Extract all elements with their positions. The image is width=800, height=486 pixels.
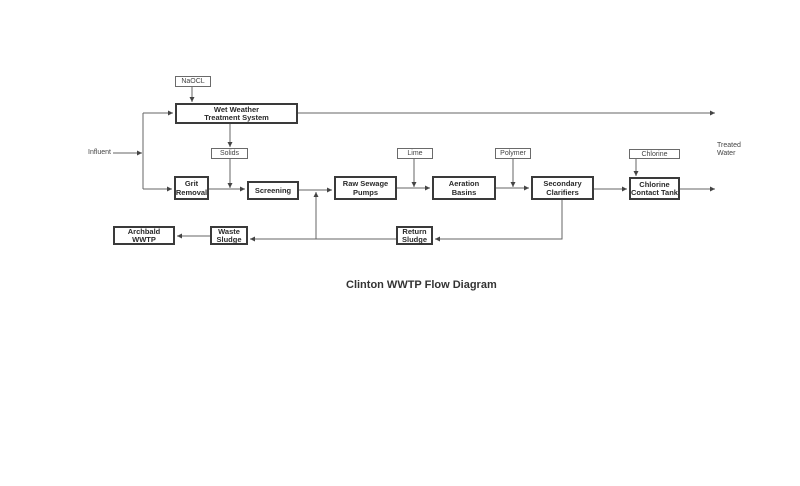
raw-sewage-pumps-box: Raw Sewage Pumps xyxy=(334,176,397,200)
waste-sludge-box: Waste Sludge xyxy=(210,226,248,245)
diagram-title: Clinton WWTP Flow Diagram xyxy=(346,279,497,291)
grit-removal-box: Grit Removal xyxy=(174,176,209,200)
return-sludge-box: Return Sludge xyxy=(396,226,433,245)
naocl-input: NaOCL xyxy=(175,76,211,87)
secondary-clarifiers-box: Secondary Clarifiers xyxy=(531,176,594,200)
screening-box: Screening xyxy=(247,181,299,200)
solids-output: Solids xyxy=(211,148,248,159)
chlorine-input: Chlorine xyxy=(629,149,680,159)
lime-input: Lime xyxy=(397,148,433,159)
archbald-wwtp-box: Archbald WWTP xyxy=(113,226,175,245)
wet-weather-treatment-box: Wet Weather Treatment System xyxy=(175,103,298,124)
aeration-basins-box: Aeration Basins xyxy=(432,176,496,200)
influent-label: Influent xyxy=(88,149,111,156)
polymer-input: Polymer xyxy=(495,148,531,159)
chlorine-contact-tank-box: Chlorine Contact Tank xyxy=(629,177,680,200)
treated-water-label: Treated Water xyxy=(717,142,741,157)
